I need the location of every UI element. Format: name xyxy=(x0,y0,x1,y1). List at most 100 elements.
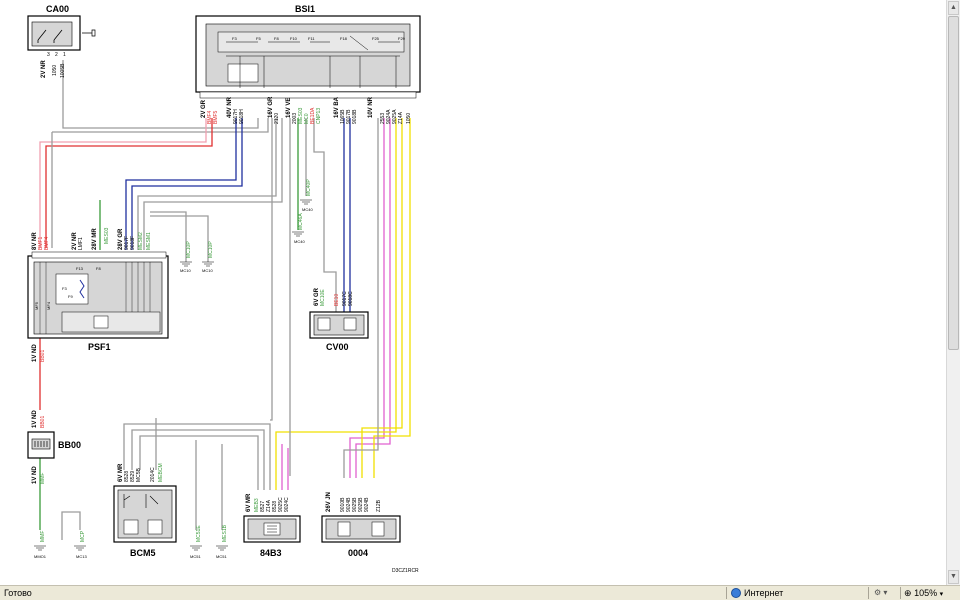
psf1-c2-conn: 2V NR xyxy=(72,232,78,250)
bsi1-fuse-label: F18 xyxy=(340,36,348,41)
psf1-internal-lines xyxy=(39,262,151,334)
chevron-down-icon: ▾ xyxy=(939,591,944,598)
bsi1-fuse-label: F11 xyxy=(308,36,315,41)
bsi1-c1-wire: BMF4 xyxy=(207,110,213,124)
psf1-label: PSF1 xyxy=(88,342,111,352)
bb00-bottom-wire: MMF xyxy=(40,473,46,484)
scroll-down-arrow-icon[interactable]: ▼ xyxy=(948,570,959,584)
status-divider xyxy=(900,587,901,599)
psf1-c4-wire: 9018F xyxy=(130,236,136,250)
diagram-code: D3CZ1RCR xyxy=(392,568,419,574)
psf1-ground-label: MC10P xyxy=(186,241,192,258)
bsi1-c6-wire: 1050 xyxy=(406,113,412,124)
ground-mc40p-label: MC40P xyxy=(306,179,312,196)
component-0004: 26V JN 9010B 9024B 9025B 9025B 9024B Z12… xyxy=(321,492,401,558)
cv00-wire: 9018C xyxy=(348,291,354,306)
ground-mc46a-label: MC46A xyxy=(298,213,304,230)
scroll-thumb[interactable] xyxy=(948,16,959,350)
b84b3-wire: 9024C xyxy=(284,497,290,512)
bb00-label: BB00 xyxy=(58,440,81,450)
b84b3-ground-sub: MC51 xyxy=(216,554,227,559)
status-text: Готово xyxy=(4,588,32,598)
bcm5-switch-icon xyxy=(123,494,159,508)
status-divider xyxy=(726,587,727,599)
cv00-conn: 6V GR xyxy=(314,287,320,306)
bcm5-wire: 2014C xyxy=(150,467,156,482)
bsi1-c4-wire: BE1DA xyxy=(310,107,316,124)
bsi1-relay-box xyxy=(227,63,259,83)
component-bsi1: BSI1 F3 F5 F8 F10 F11 F18 F25 F29 2V GR … xyxy=(195,4,421,124)
ground-icon xyxy=(190,545,202,551)
b84b3-conn: 6V MR xyxy=(246,493,252,512)
vertical-scrollbar[interactable]: ▲ ▼ xyxy=(946,0,960,585)
psf1-pin-strip xyxy=(31,251,167,259)
ground-icon xyxy=(74,545,86,551)
psf1-c4-conn: 28V GR xyxy=(118,228,124,250)
psf1-c1-wire: BMF4 xyxy=(44,236,50,250)
c0004-wire: Z12B xyxy=(376,499,382,512)
psf1-c3-conn: 28V MR xyxy=(92,228,98,250)
ca00-conn-label: 2V NR xyxy=(41,60,47,78)
c0004-connector-icon xyxy=(371,521,385,537)
ground-mc40: MC40P MC40 MC46A MC40 xyxy=(292,179,313,244)
bsi1-fuse-label: F3 xyxy=(232,36,237,41)
component-bcm5: 6V MR 8528 8529 MC5B 2014C MEBCM BCM5 MC… xyxy=(113,463,202,559)
ground-icon xyxy=(34,545,46,551)
bsi1-fuse-label: F25 xyxy=(372,36,380,41)
bb00-psf-wire: BB01 xyxy=(40,350,46,362)
bsi1-c6-wire: 2553 xyxy=(380,113,386,124)
ground-mmf-label: MMF xyxy=(40,531,46,542)
c0004-wire: 9024B xyxy=(346,497,352,512)
c0004-label: 0004 xyxy=(348,548,368,558)
bsi1-c2-wire: 9018H xyxy=(239,109,245,124)
c0004-wire: 9010B xyxy=(340,497,346,512)
bcm5-connector-icon xyxy=(147,519,163,535)
bsi1-c5-conn: 16V BA xyxy=(334,96,340,118)
bsi1-c3-wire: 2120 xyxy=(274,113,280,124)
zoom-level: 105% xyxy=(914,588,938,598)
zoom-icon: ⊕ xyxy=(904,588,912,598)
cv00-wire: MC10E xyxy=(320,289,326,306)
psf1-c1-conn: 8V NR xyxy=(32,232,38,250)
bcm5-connector-icon xyxy=(123,519,139,535)
ca00-wire: 1005B xyxy=(60,63,66,78)
protected-mode-icon[interactable]: ⚙ ▾ xyxy=(874,588,888,597)
component-84b3: 6V MR MEB3 8527 Z14A 8528 9025C 9024C 84… xyxy=(216,493,301,559)
security-zone[interactable]: Интернет xyxy=(731,587,783,599)
psf1-inner-label: F9 xyxy=(68,294,73,299)
ca00-switch-icon xyxy=(37,29,63,43)
bsi1-c1-wire: BMF5 xyxy=(213,110,219,124)
cv00-label: CV00 xyxy=(326,342,349,352)
bb00-cells-icon xyxy=(34,441,48,447)
bsi1-c2-wire: 9017H xyxy=(233,109,239,124)
component-cv00: 6V GR MC10E BE10 9017C 9018C CV00 xyxy=(309,287,369,352)
ca00-label: CA00 xyxy=(46,4,69,14)
scroll-up-arrow-icon[interactable]: ▲ xyxy=(948,1,959,15)
bsi1-fuse-lines xyxy=(226,35,400,88)
bsi1-c5-wire: 1065B xyxy=(340,109,346,124)
bsi1-pin-strip xyxy=(199,91,417,99)
ground-icon xyxy=(292,231,304,237)
psf1-connector-icon xyxy=(93,315,109,329)
bsi1-c6-conn: 10V NR xyxy=(368,96,374,118)
security-zone-label: Интернет xyxy=(744,588,784,598)
b84b3-wire: 9025C xyxy=(278,497,284,512)
psf1-relay-coil-icon xyxy=(79,279,85,299)
cv00-connector-icon xyxy=(343,317,357,331)
c0004-wire: 9025B xyxy=(358,497,364,512)
b84b3-label: 84B3 xyxy=(260,548,282,558)
ground-icon xyxy=(300,199,312,205)
psf1-c1-wire: BMF1 xyxy=(38,236,44,250)
zoom-control[interactable]: ⊕ 105% ▾ xyxy=(904,587,943,599)
c0004-wire: 9024B xyxy=(364,497,370,512)
psf1-relay-box xyxy=(55,273,89,305)
bsi1-c4-wire: MES03 xyxy=(298,107,304,124)
left-grounds: MMF MMO1 MCP MC13 xyxy=(34,530,87,559)
bsi1-c3-conn: 16V GR xyxy=(268,96,274,118)
ca00-key-icon xyxy=(82,29,96,37)
bcm5-conn: 6V MR xyxy=(118,463,124,482)
bb00-top-conn: 1V ND xyxy=(32,410,38,428)
bsi1-fuse-label: F10 xyxy=(290,36,298,41)
b84b3-ground-label: MES1B xyxy=(222,524,228,542)
ground-mcp-label: MCP xyxy=(80,530,86,542)
